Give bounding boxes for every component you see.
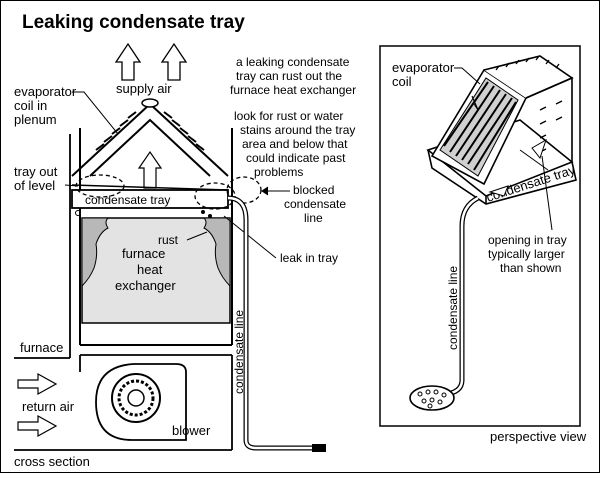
rust-label: rust	[158, 233, 179, 247]
note-line-1: a leaking condensate	[236, 55, 350, 69]
heat-exchanger-label-3: exchanger	[115, 278, 176, 293]
rust-pointer	[186, 231, 208, 241]
note-line-7: could indicate past	[246, 151, 346, 165]
tray-opening-triangle	[531, 138, 547, 160]
leak-highlight	[194, 182, 236, 210]
note-line-5: stains around the tray	[240, 123, 355, 137]
supply-air-arrow-left	[114, 42, 142, 81]
blower	[95, 363, 187, 441]
tray-out-of-level-pointer	[64, 184, 79, 187]
heat-exchanger-label-1: furnace	[122, 246, 165, 261]
perspective-evaporator-label-2: coil	[392, 74, 412, 89]
evaporator-plenum-label-3: plenum	[14, 112, 57, 127]
return-air-arrow-top	[17, 372, 58, 396]
blower-blades	[117, 379, 155, 417]
opening-label-3: than shown	[500, 261, 561, 275]
drain	[312, 444, 326, 452]
heat-exchanger	[81, 217, 231, 324]
diagram-title: Leaking condensate tray	[22, 12, 245, 33]
opening-label-1: opening in tray	[488, 233, 567, 247]
evaporator-plenum-label-2: coil in	[14, 98, 47, 113]
leak-in-tray-label: leak in tray	[280, 251, 338, 265]
rust-patch-right	[202, 217, 231, 288]
cross-section-caption: cross section	[14, 454, 90, 469]
tray-out-of-level-label-1: tray out	[14, 164, 58, 179]
return-air-arrow-bottom	[17, 414, 58, 438]
blower-label: blower	[172, 423, 211, 438]
blower-hub	[127, 389, 145, 407]
tray-opening	[488, 185, 509, 197]
condensate-tray-label: condensate tray	[85, 193, 170, 207]
evaporator-coil	[71, 98, 229, 177]
blocked-line-label-1: blocked	[293, 183, 334, 197]
water-drop	[208, 214, 212, 218]
perspective-evaporator-pointer	[454, 67, 481, 85]
heat-exchanger-label-2: heat	[137, 262, 163, 277]
water-drop	[75, 210, 81, 216]
water-drop	[201, 210, 205, 214]
opening-label-2: typically larger	[488, 247, 565, 261]
condensate-line-label: condensate line	[232, 310, 246, 394]
furnace-label: furnace	[20, 340, 63, 355]
evaporator-plenum-pointer	[72, 91, 119, 135]
airflow-arrow	[137, 150, 163, 189]
evaporator-plenum-label-1: evaporator	[14, 84, 77, 99]
supply-air-label: supply air	[116, 81, 172, 96]
note-line-2: tray can rust out the	[236, 69, 342, 83]
note-line-3: furnace heat exchanger	[230, 83, 356, 97]
supply-air-arrow-right	[160, 42, 188, 81]
tray-out-of-level-label-2: of level	[14, 178, 55, 193]
perspective-coil	[430, 55, 574, 186]
return-air-label: return air	[22, 399, 75, 414]
rust-patch-left	[81, 217, 110, 288]
leak-in-tray-pointer	[223, 215, 277, 259]
note-line-6: area and below that	[242, 137, 348, 151]
note-line-8: problems	[254, 165, 303, 179]
blocked-line-arrowhead	[261, 186, 269, 196]
note-line-4: look for rust or water	[234, 109, 343, 123]
blocked-line-label-2: condensate	[284, 197, 346, 211]
floor-drain	[409, 385, 455, 411]
blocked-line-label-3: line	[304, 211, 323, 225]
perspective-evaporator-label-1: evaporator	[392, 60, 455, 75]
opening-pointer	[541, 155, 553, 231]
condensate-line-pipe-inner	[227, 196, 320, 450]
perspective-view-caption: perspective view	[490, 429, 587, 444]
perspective-condensate-line-label: condensate line	[446, 266, 460, 350]
